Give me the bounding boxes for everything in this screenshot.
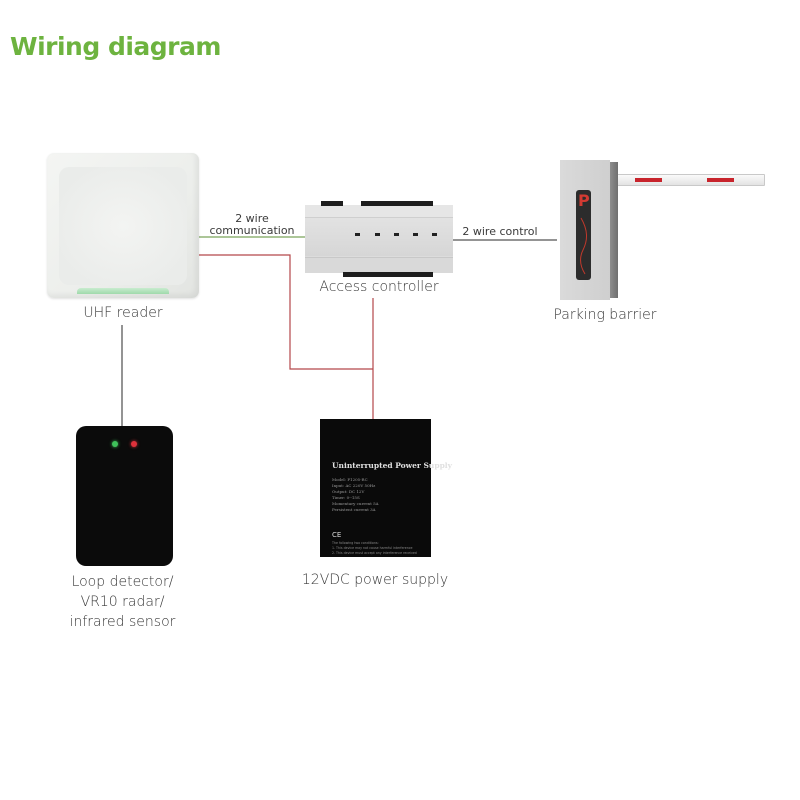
barrier-panel-curve (580, 217, 587, 275)
barrier-display-panel (576, 190, 591, 280)
communication-label-line-1: 2 wire (235, 212, 269, 225)
red-led-icon (131, 441, 137, 447)
uhf-reader-icon (47, 153, 199, 298)
controller-body (305, 218, 453, 256)
controller-bottom-rail (305, 257, 453, 273)
communication-wire-label: 2 wire communication (200, 213, 304, 237)
terminal-block (321, 201, 343, 206)
terminal-block (361, 201, 433, 206)
control-wire-label: 2 wire control (462, 225, 538, 238)
access-controller-icon (305, 201, 453, 277)
parking-barrier-icon: P (560, 160, 610, 300)
barrier-arm-stripe (635, 178, 662, 182)
power-supply-note: The following two conditions: (332, 541, 379, 545)
loop-detector-label-line-2: VR10 radar/ (80, 594, 165, 610)
controller-top-rail (305, 205, 453, 218)
power-supply-spec: Input: AC 220V 50Hz (332, 483, 376, 488)
ce-mark-icon: CE (332, 531, 342, 539)
uhf-reader-led-strip (77, 288, 169, 294)
parking-p-icon: P (578, 191, 590, 210)
power-supply-spec: Momentary current 5A (332, 501, 379, 506)
controller-led (432, 233, 437, 236)
diagram-title: Wiring diagram (10, 32, 221, 61)
controller-led (355, 233, 360, 236)
controller-led (394, 233, 399, 236)
uhf-reader-label: UHF reader (83, 305, 163, 321)
power-supply-spec: Timer: 0--15S (332, 495, 360, 500)
access-controller-label: Access controller (319, 279, 439, 295)
loop-detector-label-line-3: infrared sensor (69, 614, 176, 630)
barrier-arm-stripe (707, 178, 734, 182)
power-supply-spec: Output: DC 12V (332, 489, 365, 494)
controller-led (413, 233, 418, 236)
power-supply-label: 12VDC power supply (301, 572, 449, 588)
green-led-icon (112, 441, 118, 447)
barrier-arm (617, 174, 765, 186)
reader-power-wire (199, 254, 373, 370)
power-supply-icon: Uninterrupted Power Supply Model: P1205-… (320, 419, 452, 557)
power-supply-note: 1. This device may not cause harmful int… (332, 546, 413, 550)
loop-detector-label-line-1: Loop detector/ (71, 574, 174, 590)
power-supply-note: 2. This device must accept any interfere… (332, 551, 417, 555)
power-supply-spec: Persistent current 3A (332, 507, 376, 512)
terminal-block (343, 272, 433, 277)
loop-detector-icon (76, 426, 173, 566)
power-supply-spec: Model: P1205-RC (332, 477, 368, 482)
power-supply-panel-title: Uninterrupted Power Supply (332, 461, 453, 470)
loop-detector-label: Loop detector/ VR10 radar/ infrared sens… (40, 572, 205, 632)
uhf-reader-face (59, 167, 187, 285)
controller-led (375, 233, 380, 236)
parking-barrier-label: Parking barrier (553, 307, 657, 323)
communication-label-line-2: communication (209, 224, 295, 237)
barrier-cabinet-side (610, 162, 618, 298)
